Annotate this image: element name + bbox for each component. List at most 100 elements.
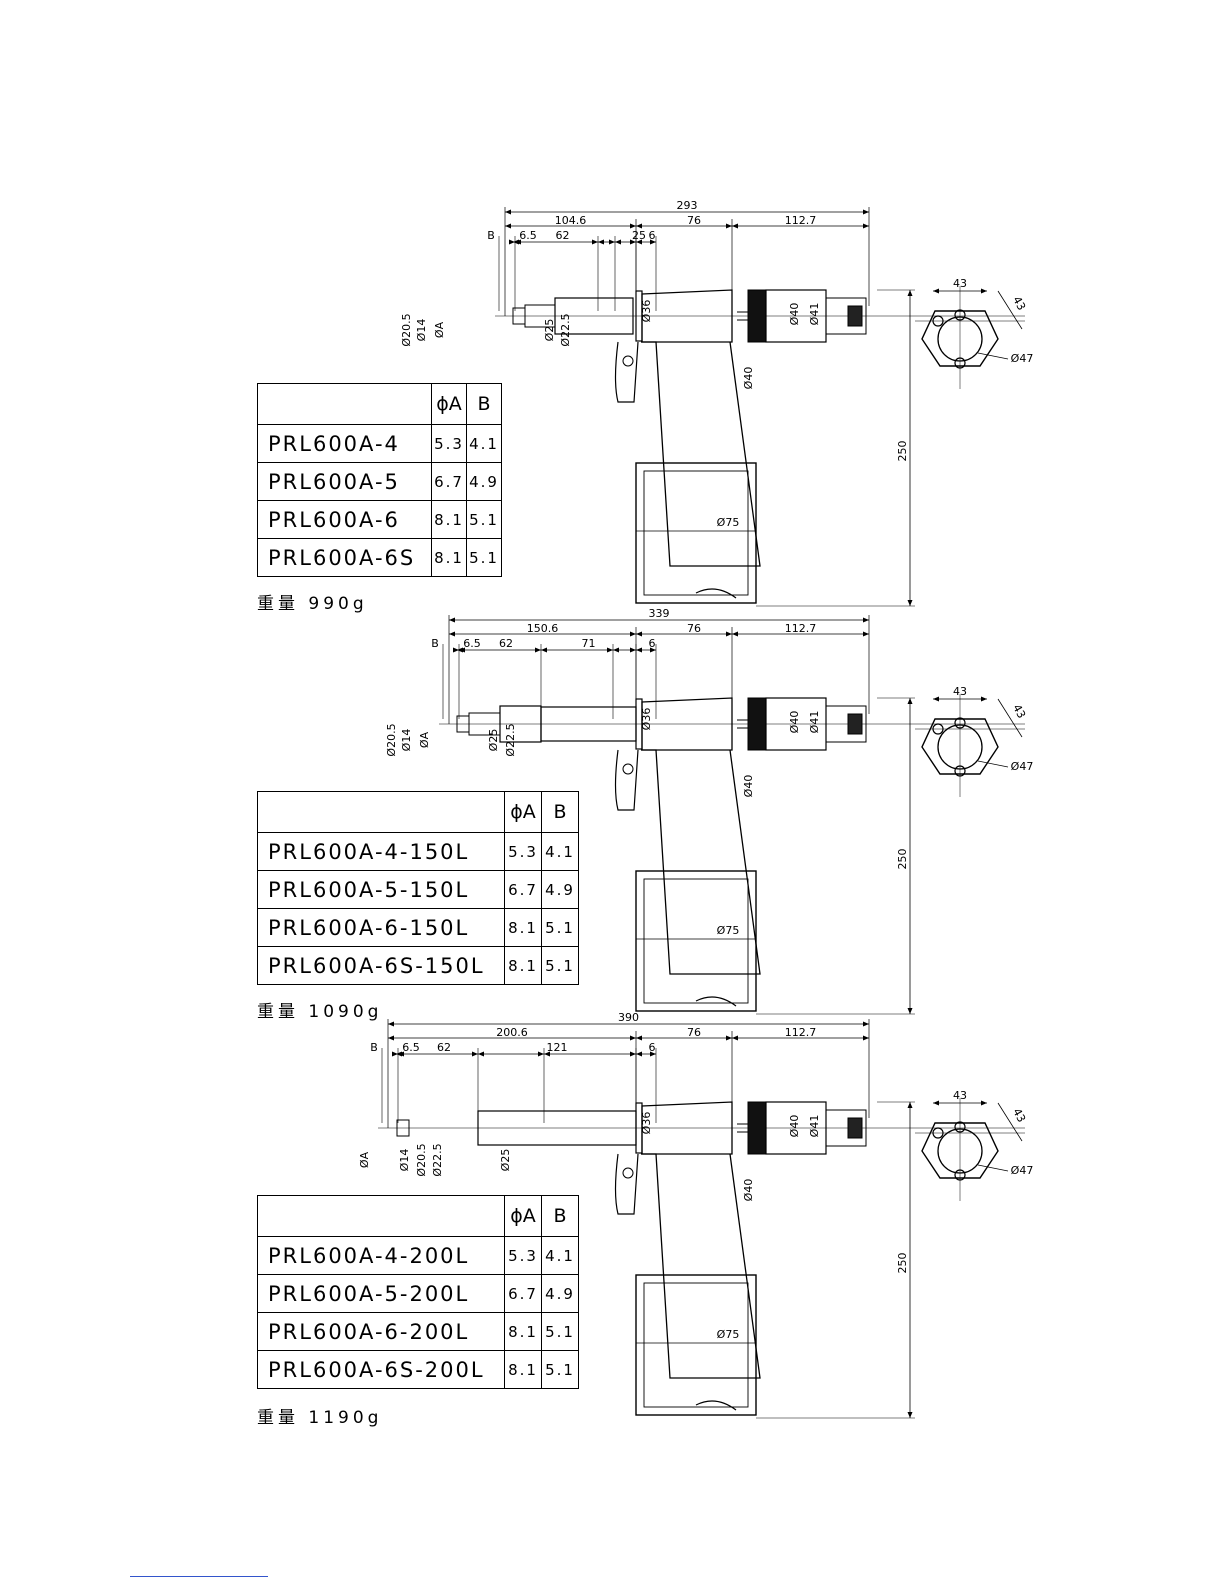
header-b: B — [466, 383, 502, 425]
diameter-label: Ø41 — [808, 1115, 821, 1138]
rear-length-label: 112.7 — [785, 622, 817, 635]
arrow-head — [541, 647, 547, 653]
arrow-head — [630, 223, 636, 229]
arrow-head — [933, 1100, 939, 1106]
leader-line — [977, 352, 1009, 360]
model-name: PRL600A-6 — [257, 500, 432, 539]
table-header-blank — [257, 1195, 505, 1237]
arrow-head — [863, 617, 869, 623]
mid-length-label: 76 — [687, 214, 701, 227]
value-b: 5.1 — [466, 500, 502, 539]
model-name: PRL600A-4-200L — [257, 1236, 505, 1275]
value-b: 5.1 — [541, 1350, 579, 1389]
dimension-label: 62 — [499, 637, 513, 650]
knurled-knob — [695, 1400, 737, 1411]
tool-head — [641, 1101, 733, 1155]
trigger-pivot — [622, 763, 634, 775]
value-b: 4.9 — [541, 1274, 579, 1313]
dimension-label: 6 — [649, 229, 656, 242]
diameter-label: ØA — [433, 321, 446, 338]
diameter-label: Ø14 — [398, 1149, 411, 1172]
connector — [847, 305, 863, 327]
end-width-label: 43 — [953, 1089, 967, 1102]
diameter-label: Ø40 — [788, 303, 801, 326]
rear-length-label: 112.7 — [785, 214, 817, 227]
arrow-head — [933, 696, 939, 702]
diameter-label: Ø20.5 — [400, 313, 413, 346]
arrow-head — [453, 647, 459, 653]
model-name: PRL600A-6-200L — [257, 1312, 505, 1351]
arrow-head — [726, 223, 732, 229]
dimension-line — [997, 1102, 1023, 1142]
arrow-head — [392, 1051, 398, 1057]
arrow-head — [732, 631, 738, 637]
arrow-head — [630, 1035, 636, 1041]
arrow-head — [398, 1051, 404, 1057]
battery-inner — [643, 470, 749, 596]
battery-pack — [635, 870, 757, 1012]
arrow-head — [509, 239, 515, 245]
jaw-housing — [554, 297, 634, 335]
end-cap — [825, 1109, 867, 1147]
handle-grip — [641, 749, 761, 975]
overall-length-label: 339 — [649, 607, 670, 620]
arrow-head — [981, 1100, 987, 1106]
value-a: 5.3 — [431, 424, 467, 463]
value-a: 5.3 — [504, 832, 542, 871]
diameter-label: Ø25 — [487, 729, 500, 752]
end-diagonal-label: 43 — [1010, 1106, 1028, 1124]
value-b: 4.9 — [466, 462, 502, 501]
arrow-head — [863, 1021, 869, 1027]
grip-diameter-label: Ø75 — [717, 924, 740, 937]
height-label: 250 — [896, 441, 909, 462]
trigger — [614, 1153, 639, 1215]
arrow-head — [515, 239, 521, 245]
value-a: 8.1 — [504, 1350, 542, 1389]
arrow-head — [609, 239, 615, 245]
diameter-label: Ø20.5 — [415, 1143, 428, 1176]
trigger — [614, 341, 639, 403]
arrow-head — [535, 647, 541, 653]
connector — [847, 1117, 863, 1139]
footer-link-underline — [130, 1576, 268, 1577]
header-b: B — [541, 791, 579, 833]
arrow-head — [449, 631, 455, 637]
value-a: 6.7 — [504, 870, 542, 909]
arrow-head — [505, 209, 511, 215]
end-diagonal-label: 43 — [1010, 294, 1028, 312]
model-name: PRL600A-6S-150L — [257, 946, 505, 985]
diameter-label: Ø40 — [788, 711, 801, 734]
arrow-head — [636, 1051, 642, 1057]
diameter-label: Ø25 — [543, 319, 556, 342]
dimension-b-label: B — [370, 1041, 378, 1054]
mid-length-label: 76 — [687, 1026, 701, 1039]
diameter-label: Ø36 — [640, 1112, 653, 1135]
value-a: 6.7 — [504, 1274, 542, 1313]
model-name: PRL600A-6-150L — [257, 908, 505, 947]
value-b: 5.1 — [466, 538, 502, 577]
arrow-head — [907, 1102, 913, 1108]
value-a: 6.7 — [431, 462, 467, 501]
model-name: PRL600A-5-200L — [257, 1274, 505, 1313]
arrow-head — [630, 239, 636, 245]
grip-diameter-label: Ø75 — [717, 1328, 740, 1341]
connector — [847, 713, 863, 735]
arrow-head — [544, 1051, 550, 1057]
model-name: PRL600A-6S-200L — [257, 1350, 505, 1389]
arrow-head — [630, 1051, 636, 1057]
arrow-head — [630, 647, 636, 653]
value-b: 5.1 — [541, 1312, 579, 1351]
arrow-head — [636, 1035, 642, 1041]
arrow-head — [636, 647, 642, 653]
dimension-label: 121 — [547, 1041, 568, 1054]
value-a: 8.1 — [431, 538, 467, 577]
handle-grip — [641, 1153, 761, 1379]
dimension-line — [997, 290, 1023, 330]
knurled-knob — [695, 588, 737, 599]
